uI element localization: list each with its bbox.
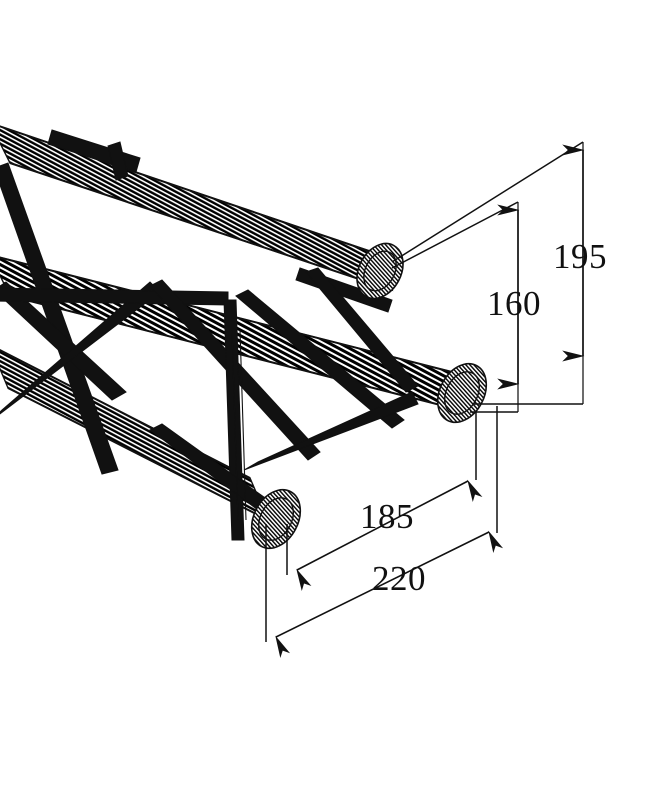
dimension-195-extension-top <box>391 141 584 263</box>
brace-diagonal-3 <box>0 281 161 415</box>
chord-top-edge-lower <box>9 162 393 291</box>
dimension-195-label: 195 <box>553 237 607 276</box>
dimension-220 <box>265 406 504 659</box>
end-cap-top-inner <box>363 250 397 292</box>
bracing-set <box>0 129 419 541</box>
dimension-220-line <box>275 530 504 659</box>
truss-assembly <box>0 125 488 550</box>
end-cap-top <box>356 242 404 300</box>
brace-diagonal-2 <box>0 281 127 401</box>
dimension-160 <box>391 201 520 413</box>
guideline-1 <box>231 329 239 521</box>
brace-stub-top <box>107 141 129 181</box>
guideline-2 <box>239 329 247 521</box>
dimension-185-label: 185 <box>360 497 414 536</box>
dimension-160-extension-top <box>391 201 519 269</box>
chord-bottom-edge-lower <box>7 387 269 521</box>
brace-diagonal-7 <box>243 391 419 471</box>
brace-diagonal-1 <box>0 162 119 475</box>
dimension-220-label: 220 <box>372 559 426 598</box>
dimension-160-label: 160 <box>487 284 541 323</box>
brace-diagonal-5 <box>235 289 405 429</box>
end-cap-top-outer <box>356 242 404 300</box>
end-cap-middle-inner <box>444 371 480 415</box>
dimension-195 <box>391 141 585 405</box>
brace-diagonal-6 <box>305 267 419 393</box>
